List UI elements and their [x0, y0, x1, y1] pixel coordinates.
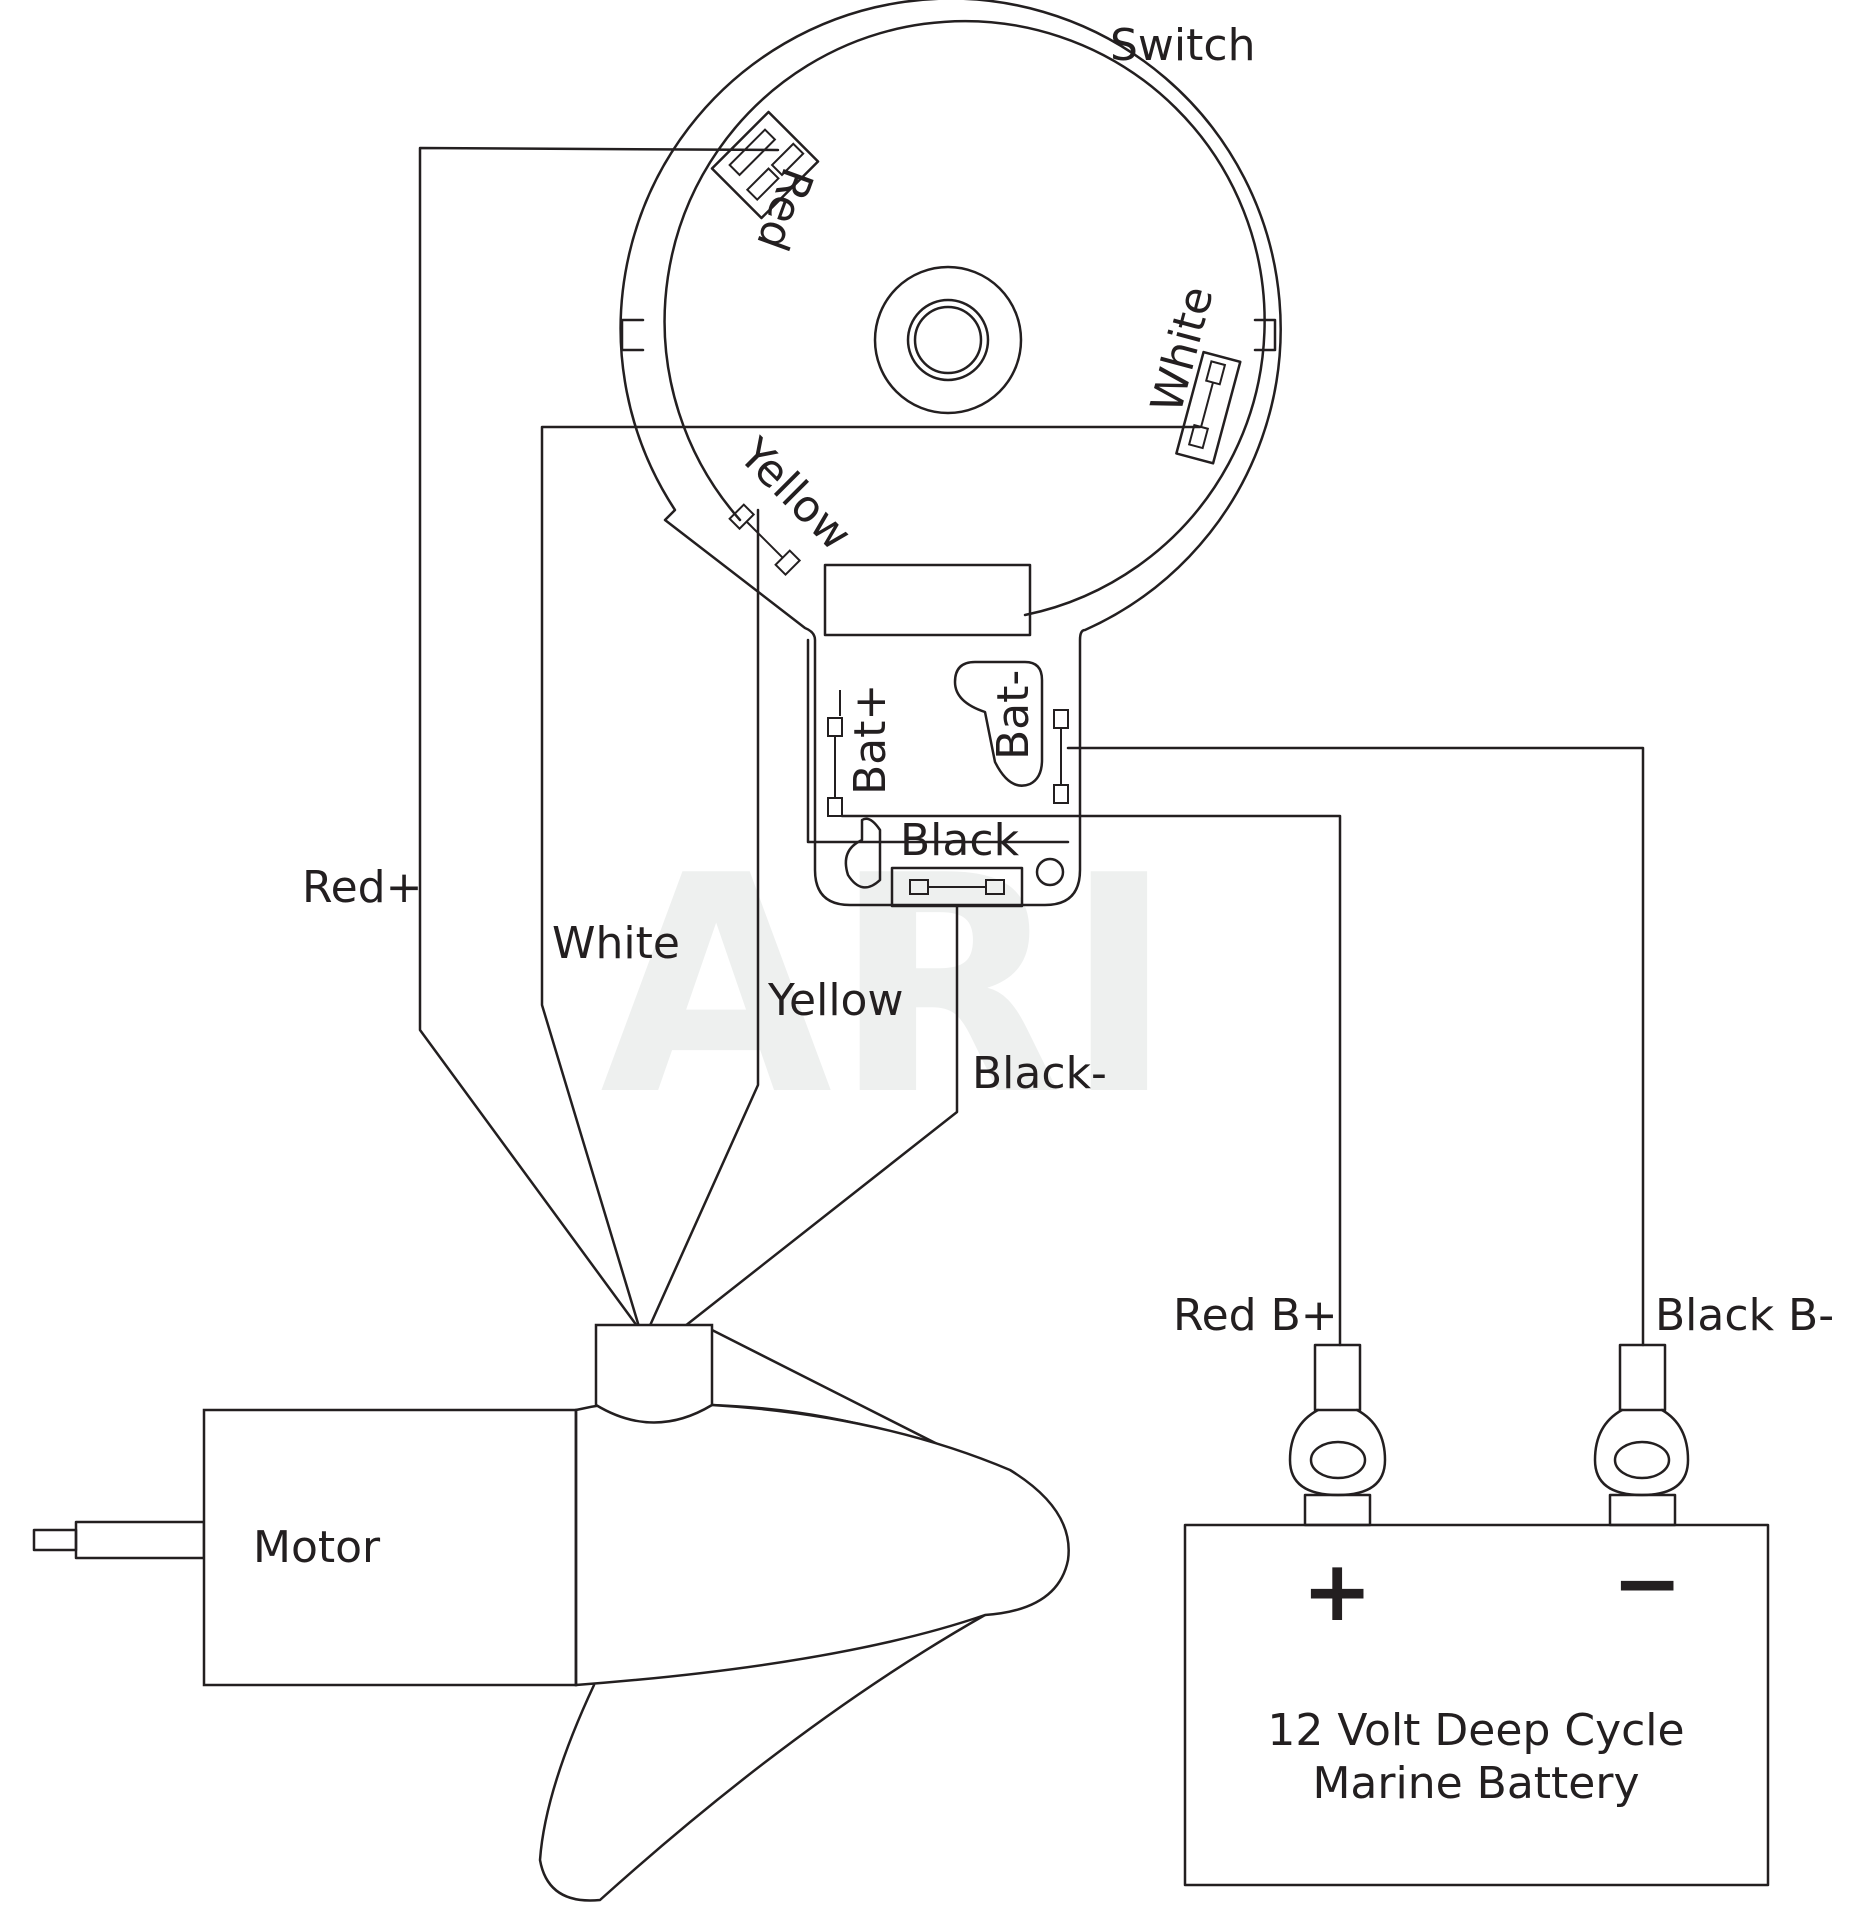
battery-plus-sign: +: [1302, 1542, 1372, 1640]
battery-minus-sign: −: [1612, 1534, 1682, 1632]
terminal-red-label: Red: [746, 161, 823, 257]
motor-label: Motor: [253, 1522, 381, 1573]
terminal-yellow: [728, 503, 802, 577]
motor-assembly: [32, 1323, 1070, 1902]
terminal-white-label: White: [1141, 281, 1223, 418]
wire-white-label: White: [552, 918, 680, 969]
lead-red-b-plus-label: Red B+: [1173, 1290, 1338, 1341]
battery-label-line1: 12 Volt Deep Cycle: [1267, 1705, 1684, 1756]
terminal-bat-plus: [827, 690, 843, 817]
battery: [1183, 1343, 1770, 1887]
terminal-bat-minus-label: Bat-: [988, 670, 1039, 760]
battery-label-line2: Marine Battery: [1312, 1758, 1639, 1809]
terminal-bat-plus-label: Bat+: [845, 684, 896, 795]
wires: [418, 146, 1645, 1347]
terminal-bat-minus: [1053, 709, 1069, 804]
lead-black-b-minus-label: Black B-: [1655, 1290, 1834, 1341]
switch-label: Switch: [1110, 20, 1255, 71]
wire-black-minus-label: Black-: [972, 1048, 1107, 1099]
terminal-black-label: Black: [900, 815, 1020, 866]
wire-yellow-label: Yellow: [767, 975, 903, 1026]
wire-red-plus-label: Red+: [302, 862, 422, 913]
terminal-red: [710, 110, 820, 220]
switch-housing: [619, 0, 1282, 907]
terminal-yellow-label: Yellow: [729, 428, 862, 561]
